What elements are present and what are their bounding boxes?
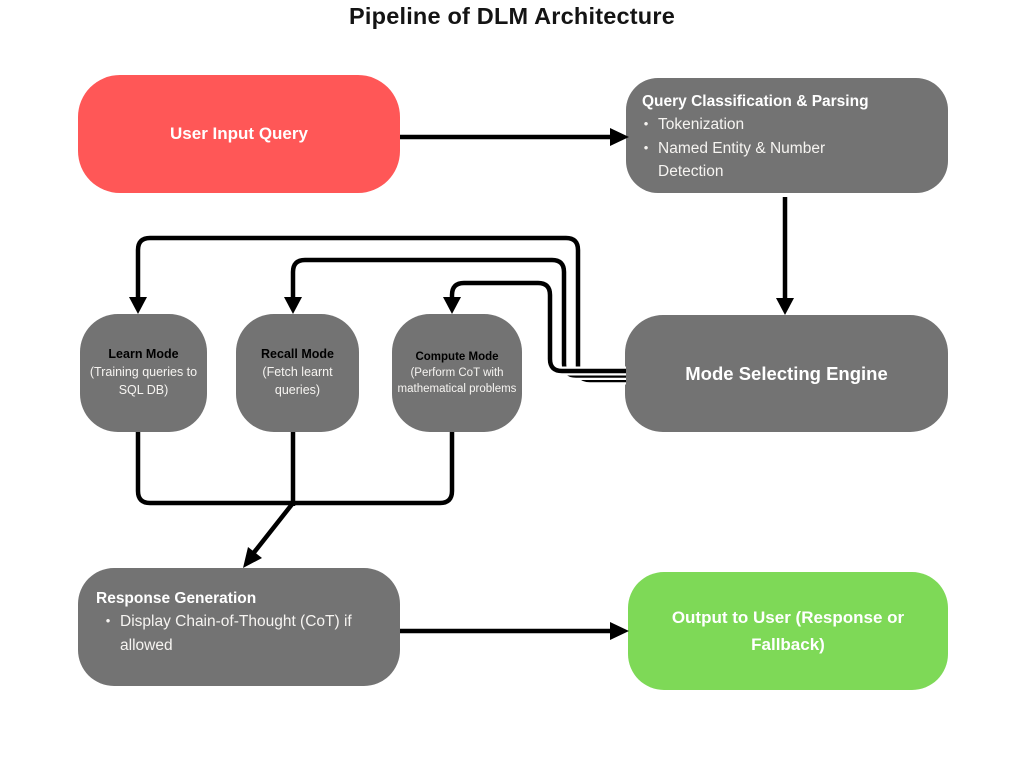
bullet-label: Tokenization xyxy=(658,116,745,134)
arrow-classification-to-mode-engine xyxy=(776,197,794,315)
learn-mode-subtitle: (Training queries to SQL DB) xyxy=(89,365,198,397)
arrow-user-to-classification xyxy=(400,128,629,146)
node-mode-selecting-engine: Mode Selecting Engine xyxy=(625,315,948,432)
response-generation-title: Response Generation xyxy=(96,590,257,607)
arrowhead-down-icon xyxy=(284,297,302,314)
list-item: • Named Entity & Number Detection xyxy=(634,137,934,184)
arrowhead-down-icon xyxy=(129,297,147,314)
bullet-icon: • xyxy=(643,116,649,132)
node-learn-mode: Learn Mode (Training queries to SQL DB) xyxy=(80,314,207,432)
arrowhead-down-icon xyxy=(776,298,794,315)
bullet-label: Named Entity & Number Detection xyxy=(658,139,826,180)
recall-mode-title: Recall Mode xyxy=(261,347,334,362)
bullet-label: Display Chain-of-Thought (CoT) if allowe… xyxy=(120,613,352,654)
arrowhead-right-icon xyxy=(610,622,629,640)
arrow-modes-to-response xyxy=(243,501,295,568)
node-query-classification: Query Classification & Parsing • Tokeniz… xyxy=(626,78,948,193)
arrowhead-down-icon xyxy=(443,297,461,314)
bullet-icon: • xyxy=(105,613,111,629)
query-classification-title: Query Classification & Parsing xyxy=(642,93,869,110)
node-response-generation: Response Generation • Display Chain-of-T… xyxy=(78,568,400,686)
node-output-to-user: Output to User (Response or Fallback) xyxy=(628,572,948,690)
node-recall-mode: Recall Mode (Fetch learnt queries) xyxy=(236,314,359,432)
page-title: Pipeline of DLM Architecture xyxy=(349,3,675,29)
node-user-input: User Input Query xyxy=(78,75,400,193)
compute-mode-subtitle: (Perform CoT with mathematical problems xyxy=(397,366,517,396)
list-item: • Tokenization xyxy=(634,113,934,136)
arrow-response-to-output xyxy=(400,622,629,640)
recall-mode-subtitle: (Fetch learnt queries) xyxy=(262,365,333,397)
mode-selecting-label: Mode Selecting Engine xyxy=(685,362,888,384)
user-input-label: User Input Query xyxy=(170,124,308,143)
bracket-modes-merge xyxy=(135,432,455,506)
arrowhead-diagonal-icon xyxy=(243,547,262,568)
output-label: Output to User (Response or Fallback) xyxy=(671,607,905,654)
node-compute-mode: Compute Mode (Perform CoT with mathemati… xyxy=(392,314,522,432)
bullet-icon: • xyxy=(643,139,649,155)
compute-mode-title: Compute Mode xyxy=(415,350,499,363)
learn-mode-title: Learn Mode xyxy=(108,347,179,362)
list-item: • Display Chain-of-Thought (CoT) if allo… xyxy=(87,610,390,657)
